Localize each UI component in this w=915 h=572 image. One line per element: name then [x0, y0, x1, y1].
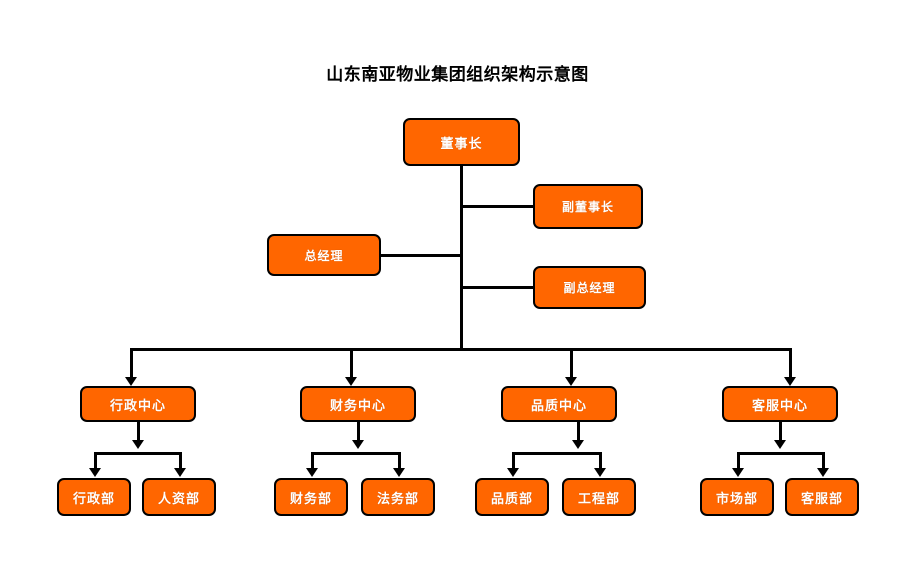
node-vice-chairman[interactable]: 副董事长: [533, 184, 643, 229]
node-center-finance[interactable]: 财务中心: [300, 386, 416, 422]
node-dept-engineering[interactable]: 工程部: [562, 478, 636, 516]
connector-center2-drop-right: [398, 452, 401, 469]
arrow-dept-8: [817, 468, 829, 477]
node-dept-finance-label: 财务部: [289, 491, 332, 507]
node-dept-hr[interactable]: 人资部: [142, 478, 216, 516]
node-center-admin[interactable]: 行政中心: [80, 386, 196, 422]
node-dept-quality[interactable]: 品质部: [475, 478, 549, 516]
node-chairman-label: 董事长: [440, 136, 483, 152]
arrow-center-3: [565, 377, 577, 386]
connector-center4-bus: [737, 452, 825, 455]
connector-drop-center-2: [350, 348, 353, 378]
connector-general-manager-to-trunk: [381, 254, 463, 257]
connector-center1-drop-left: [94, 452, 97, 469]
connector-center1-drop-right: [179, 452, 182, 469]
node-dept-legal[interactable]: 法务部: [361, 478, 435, 516]
connector-chairman-to-vice-chairman: [460, 205, 534, 208]
arrow-center2-stem: [352, 440, 364, 449]
arrow-dept-1: [89, 468, 101, 477]
connector-center4-drop-right: [822, 452, 825, 469]
connector-drop-center-4: [789, 348, 792, 378]
node-general-manager-label: 总经理: [304, 248, 344, 263]
page-title: 山东南亚物业集团组织架构示意图: [326, 65, 589, 85]
node-deputy-general-manager[interactable]: 副总经理: [533, 266, 646, 309]
node-vice-chairman-label: 副董事长: [561, 200, 614, 214]
node-center-admin-label: 行政中心: [109, 398, 166, 414]
node-dept-marketing[interactable]: 市场部: [700, 478, 774, 516]
node-dept-legal-label: 法务部: [376, 491, 419, 507]
node-dept-quality-label: 品质部: [490, 491, 533, 507]
connector-center2-stem: [357, 421, 360, 441]
connector-center3-drop-left: [512, 452, 515, 469]
connector-center4-stem: [779, 421, 782, 441]
node-dept-marketing-label: 市场部: [715, 491, 758, 507]
node-center-quality[interactable]: 品质中心: [501, 386, 617, 422]
connector-drop-center-3: [570, 348, 573, 378]
arrow-dept-6: [594, 468, 606, 477]
arrow-center-4: [784, 377, 796, 386]
arrow-center3-stem: [572, 440, 584, 449]
arrow-dept-3: [306, 468, 318, 477]
connector-center1-bus: [94, 452, 182, 455]
connector-center4-drop-left: [737, 452, 740, 469]
arrow-dept-7: [732, 468, 744, 477]
connector-center3-bus: [512, 452, 602, 455]
node-dept-customer-service-label: 客服部: [800, 491, 843, 507]
node-dept-finance[interactable]: 财务部: [274, 478, 348, 516]
node-dept-admin-label: 行政部: [72, 491, 115, 507]
arrow-center-2: [345, 377, 357, 386]
node-dept-engineering-label: 工程部: [577, 491, 620, 507]
connector-center2-bus: [311, 452, 401, 455]
connector-center2-drop-left: [311, 452, 314, 469]
connector-center3-drop-right: [599, 452, 602, 469]
arrow-center1-stem: [132, 440, 144, 449]
connector-trunk-to-deputy-general-manager: [460, 286, 534, 289]
node-dept-customer-service[interactable]: 客服部: [785, 478, 859, 516]
connector-drop-center-1: [130, 348, 133, 378]
node-center-finance-label: 财务中心: [329, 398, 386, 414]
arrow-center-1: [125, 377, 137, 386]
connector-center-bus: [130, 348, 789, 351]
connector-trunk-vertical: [460, 166, 463, 350]
arrow-dept-5: [507, 468, 519, 477]
connector-center1-stem: [137, 421, 140, 441]
arrow-dept-2: [174, 468, 186, 477]
node-center-quality-label: 品质中心: [530, 398, 587, 414]
node-center-customer-service[interactable]: 客服中心: [722, 386, 838, 422]
node-dept-admin[interactable]: 行政部: [57, 478, 131, 516]
node-deputy-general-manager-label: 副总经理: [563, 281, 616, 295]
connector-center3-stem: [577, 421, 580, 441]
node-general-manager[interactable]: 总经理: [267, 234, 381, 276]
node-dept-hr-label: 人资部: [157, 491, 200, 507]
node-chairman[interactable]: 董事长: [403, 118, 520, 166]
arrow-dept-4: [393, 468, 405, 477]
node-center-customer-service-label: 客服中心: [751, 398, 808, 414]
arrow-center4-stem: [774, 440, 786, 449]
